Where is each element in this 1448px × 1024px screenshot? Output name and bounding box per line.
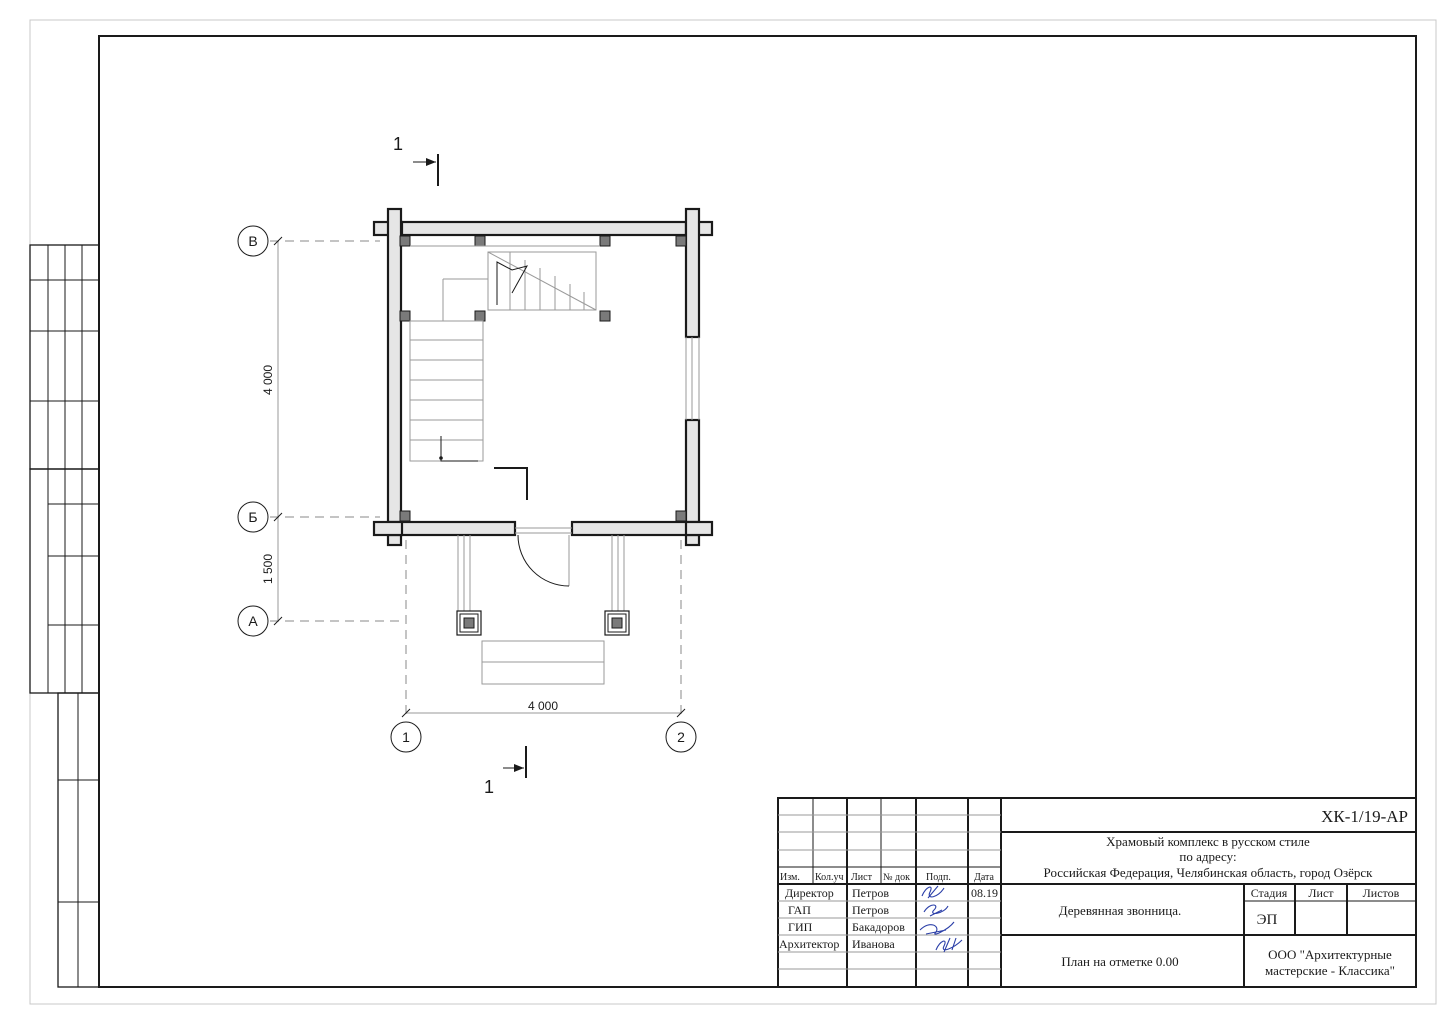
axis-label-1: 1 [402,729,410,745]
stage-label: Стадия [1251,886,1288,900]
axis-bubble-v [237,225,269,257]
role-architect: Архитектор [779,937,839,951]
header-izm: Изм. [780,872,800,883]
axis-bubble-1 [390,721,422,753]
svg-text:1: 1 [484,777,494,797]
section-mark-top: 1 [393,134,439,186]
project-line-1: Храмовый комплекс в русском стиле [1106,834,1310,849]
axis-label-b: Б [248,509,257,525]
axis-bubble-2 [665,721,697,753]
header-kol: Кол.уч [815,872,844,883]
header-date: Дата [974,872,994,883]
staircase [409,245,600,500]
dim-lower-vertical: 1 500 [261,554,275,584]
sign-date: 08.19 [971,886,998,900]
dim-horizontal: 4 000 [528,699,558,713]
porch [456,535,630,685]
name-director: Петров [852,886,889,900]
left-margin-stamps [29,244,100,988]
section-mark-bottom: 1 [484,746,527,797]
role-gap: ГАП [788,903,811,917]
sheet-name: План на отметке 0.00 [1061,954,1178,969]
project-line-2: по адресу: [1179,849,1236,864]
header-sign: Подп. [926,872,951,883]
role-gip: ГИП [788,920,813,934]
name-gap: Петров [852,903,889,917]
axis-bubble-b [237,501,269,533]
organization-line-1: ООО "Архитектурные [1268,947,1392,962]
organization-line-2: мастерские - Классика" [1265,963,1395,978]
name-architect: Иванова [852,937,895,951]
sheet-label: Лист [1308,886,1334,900]
axis-label-a: А [248,613,258,629]
header-list: Лист [851,872,873,883]
svg-text:1: 1 [393,134,403,154]
project-line-3: Российская Федерация, Челябинская област… [1044,865,1374,880]
header-doc: № док [883,872,910,883]
title-block: Изм. Кол.уч Лист № док Подп. Дата Директ… [777,797,1417,988]
signatures [919,885,963,953]
axis-bubble-a [237,605,269,637]
interior-posts [399,235,687,522]
name-gip: Бакадоров [852,920,905,934]
window-opening [685,337,700,420]
dim-upper-vertical: 4 000 [261,365,275,395]
axis-label-v: В [248,233,257,249]
axis-label-2: 2 [677,729,685,745]
role-director: Директор [785,886,834,900]
object-name: Деревянная звонница. [1059,903,1181,918]
sheets-label: Листов [1363,886,1400,900]
log-walls [372,207,714,547]
door-opening [515,527,572,587]
stage-value: ЭП [1257,912,1278,928]
document-code: ХК-1/19-АР [1321,807,1408,826]
floor-plan: 4 000 1 500 4 000 В Б А 1 2 1 1 [237,134,714,797]
